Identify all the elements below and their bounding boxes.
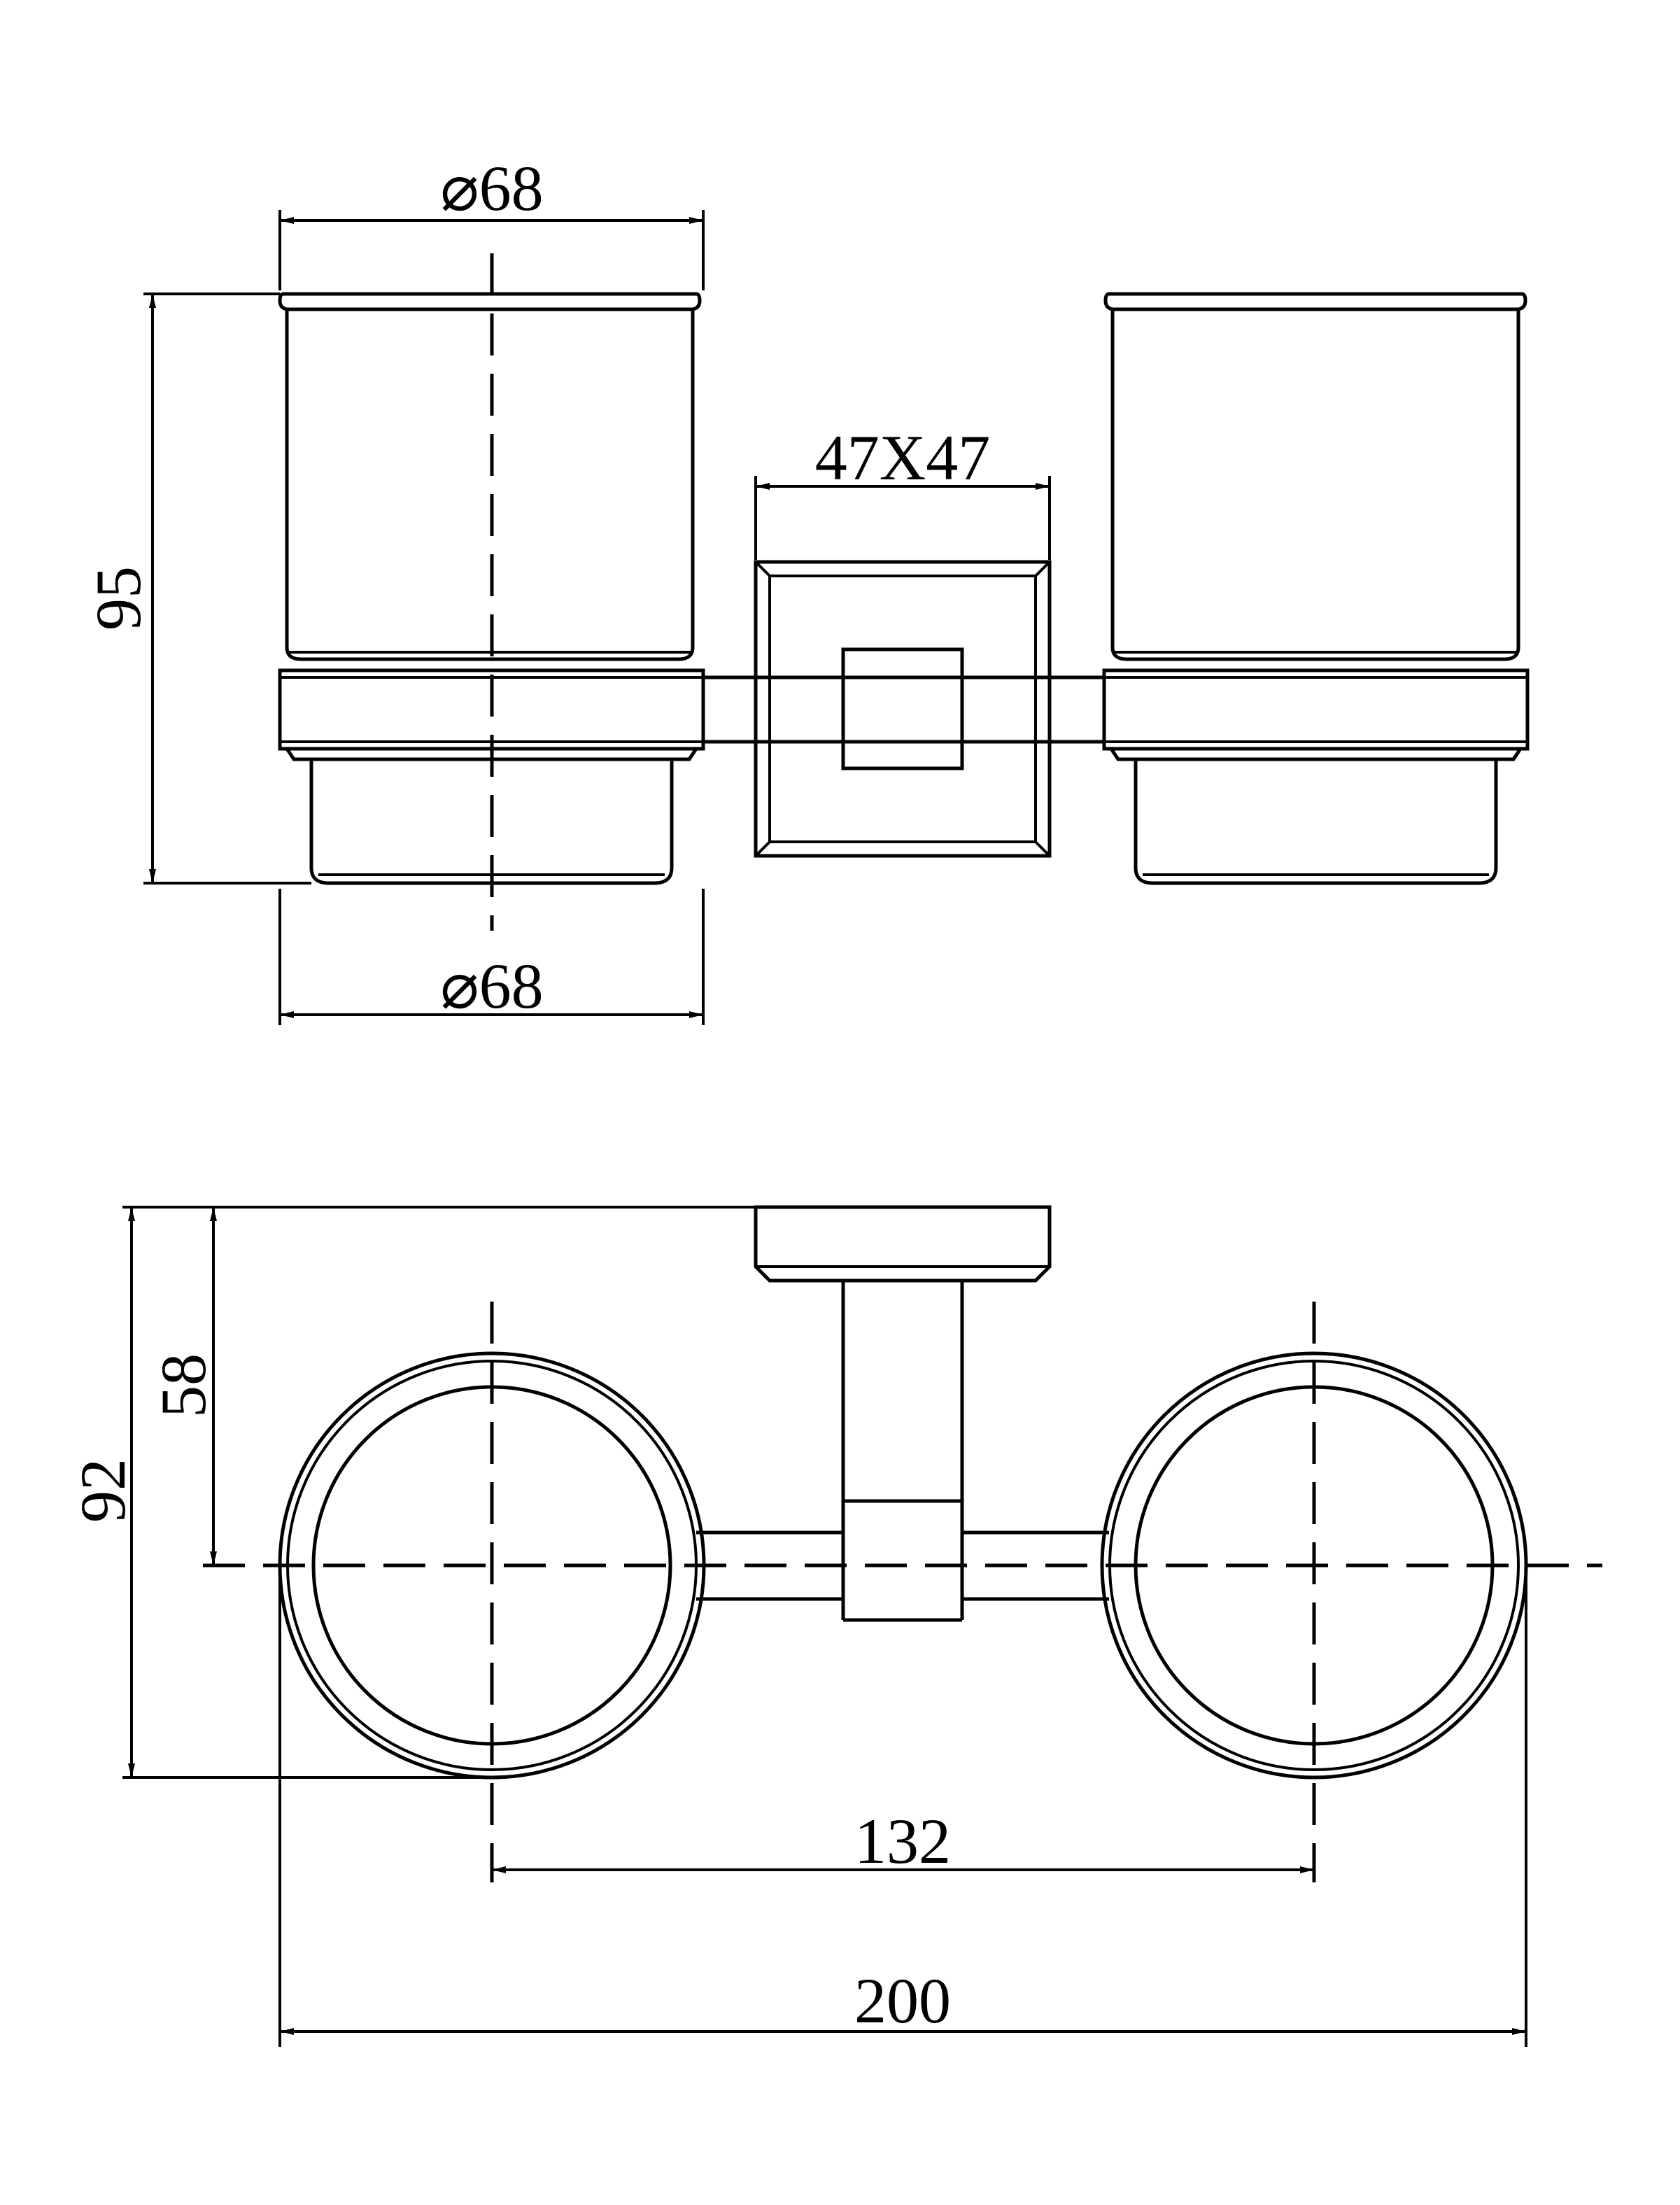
dim-center-spacing: 132 [492,1805,1314,1877]
dim-top-diameter: ⌀68 [278,153,705,290]
dim-center-depth-label: 58 [148,1353,219,1418]
connecting-arm-front [703,675,1104,744]
dim-center-depth: 58 [148,1207,219,1565]
dim-height-label: 95 [83,566,154,630]
left-tumbler-front [278,292,702,661]
wall-plate-top [754,1205,1052,1283]
dim-center-spacing-label: 132 [854,1805,951,1877]
right-holder-ring-front [1102,668,1530,885]
top-view: 92 58 132 200 [67,1205,1602,2047]
dim-base-size: 47X47 [754,422,1051,560]
dim-bottom-diameter-label: ⌀68 [440,950,543,1022]
dim-bottom-diameter: ⌀68 [278,889,705,1025]
dim-overall-width-label: 200 [854,1965,951,2036]
wall-base-plate-front [703,560,1052,858]
dim-total-depth-label: 92 [67,1458,139,1523]
dim-total-depth: 92 [67,1206,756,1779]
dim-overall-width: 200 [278,1565,1527,2047]
dim-height: 95 [83,293,311,885]
dim-top-diameter-label: ⌀68 [440,153,543,224]
front-view: ⌀68 ⌀68 95 47X47 [83,153,1530,1025]
arm-top [696,1530,1109,1601]
right-tumbler-front [1103,292,1527,661]
post-top [841,1281,964,1622]
dim-base-size-label: 47X47 [815,422,990,493]
